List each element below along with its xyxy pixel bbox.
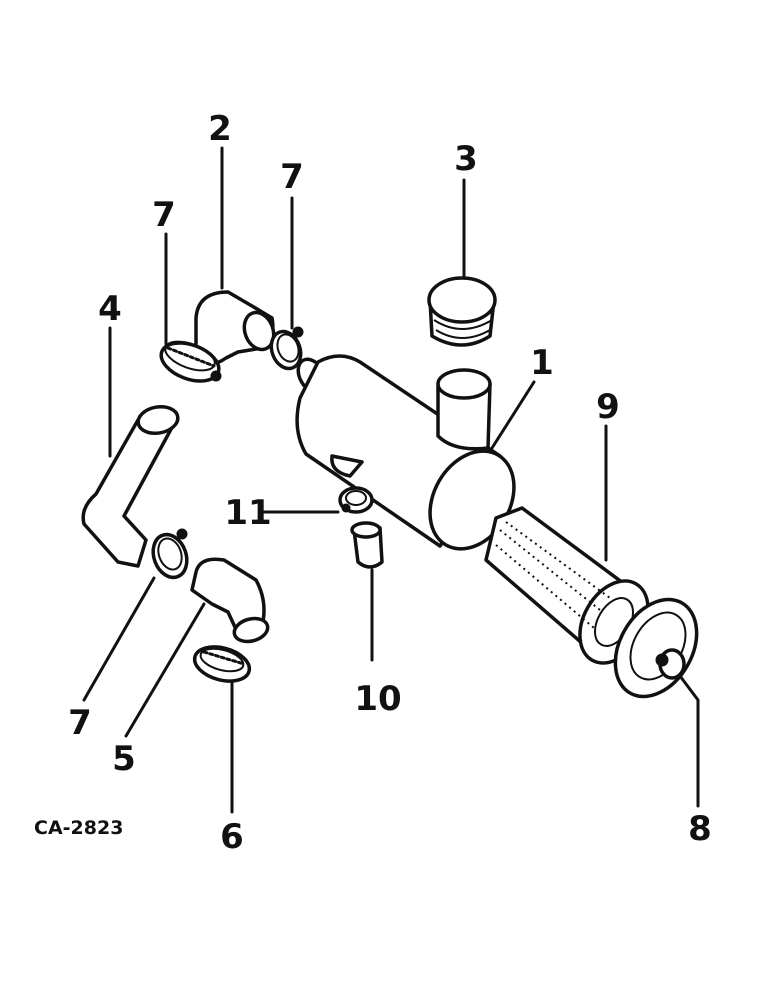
- figure-code: CA-2823: [34, 817, 123, 839]
- leader-lines: [82, 146, 700, 814]
- callout-labels: 2 7 7 3 1 9 4 11 10 7 5 6 8: [68, 109, 712, 857]
- part-4-hose: [81, 404, 180, 568]
- callout-7-upper-right: 7: [280, 157, 304, 197]
- callout-2: 2: [208, 109, 232, 149]
- part-11-small-clamp: [338, 486, 374, 514]
- callout-10: 10: [354, 679, 401, 719]
- callout-4: 4: [98, 289, 122, 329]
- callout-7-lower: 7: [68, 703, 92, 743]
- part-8-end-cover: [613, 597, 699, 699]
- callout-5: 5: [112, 739, 136, 779]
- callout-7-upper-left: 7: [152, 195, 176, 235]
- part-5-elbow-hose: [190, 557, 270, 644]
- callout-1: 1: [530, 343, 554, 383]
- part-7-clamp-upper-right: [269, 326, 304, 371]
- part-10-vacuator-valve: [350, 521, 384, 569]
- part-7-clamp-lower: [151, 528, 189, 580]
- callout-3: 3: [454, 139, 478, 179]
- part-7-clamp-upper-left: [159, 340, 222, 383]
- callout-6: 6: [220, 817, 244, 857]
- part-2-elbow-hose: [194, 290, 276, 366]
- callout-9: 9: [596, 387, 620, 427]
- part-6-hose-clamp: [192, 645, 252, 683]
- callout-11: 11: [224, 493, 271, 533]
- part-3-cap: [427, 276, 497, 347]
- callout-8: 8: [688, 809, 712, 849]
- part-1-air-cleaner-housing: [295, 354, 516, 551]
